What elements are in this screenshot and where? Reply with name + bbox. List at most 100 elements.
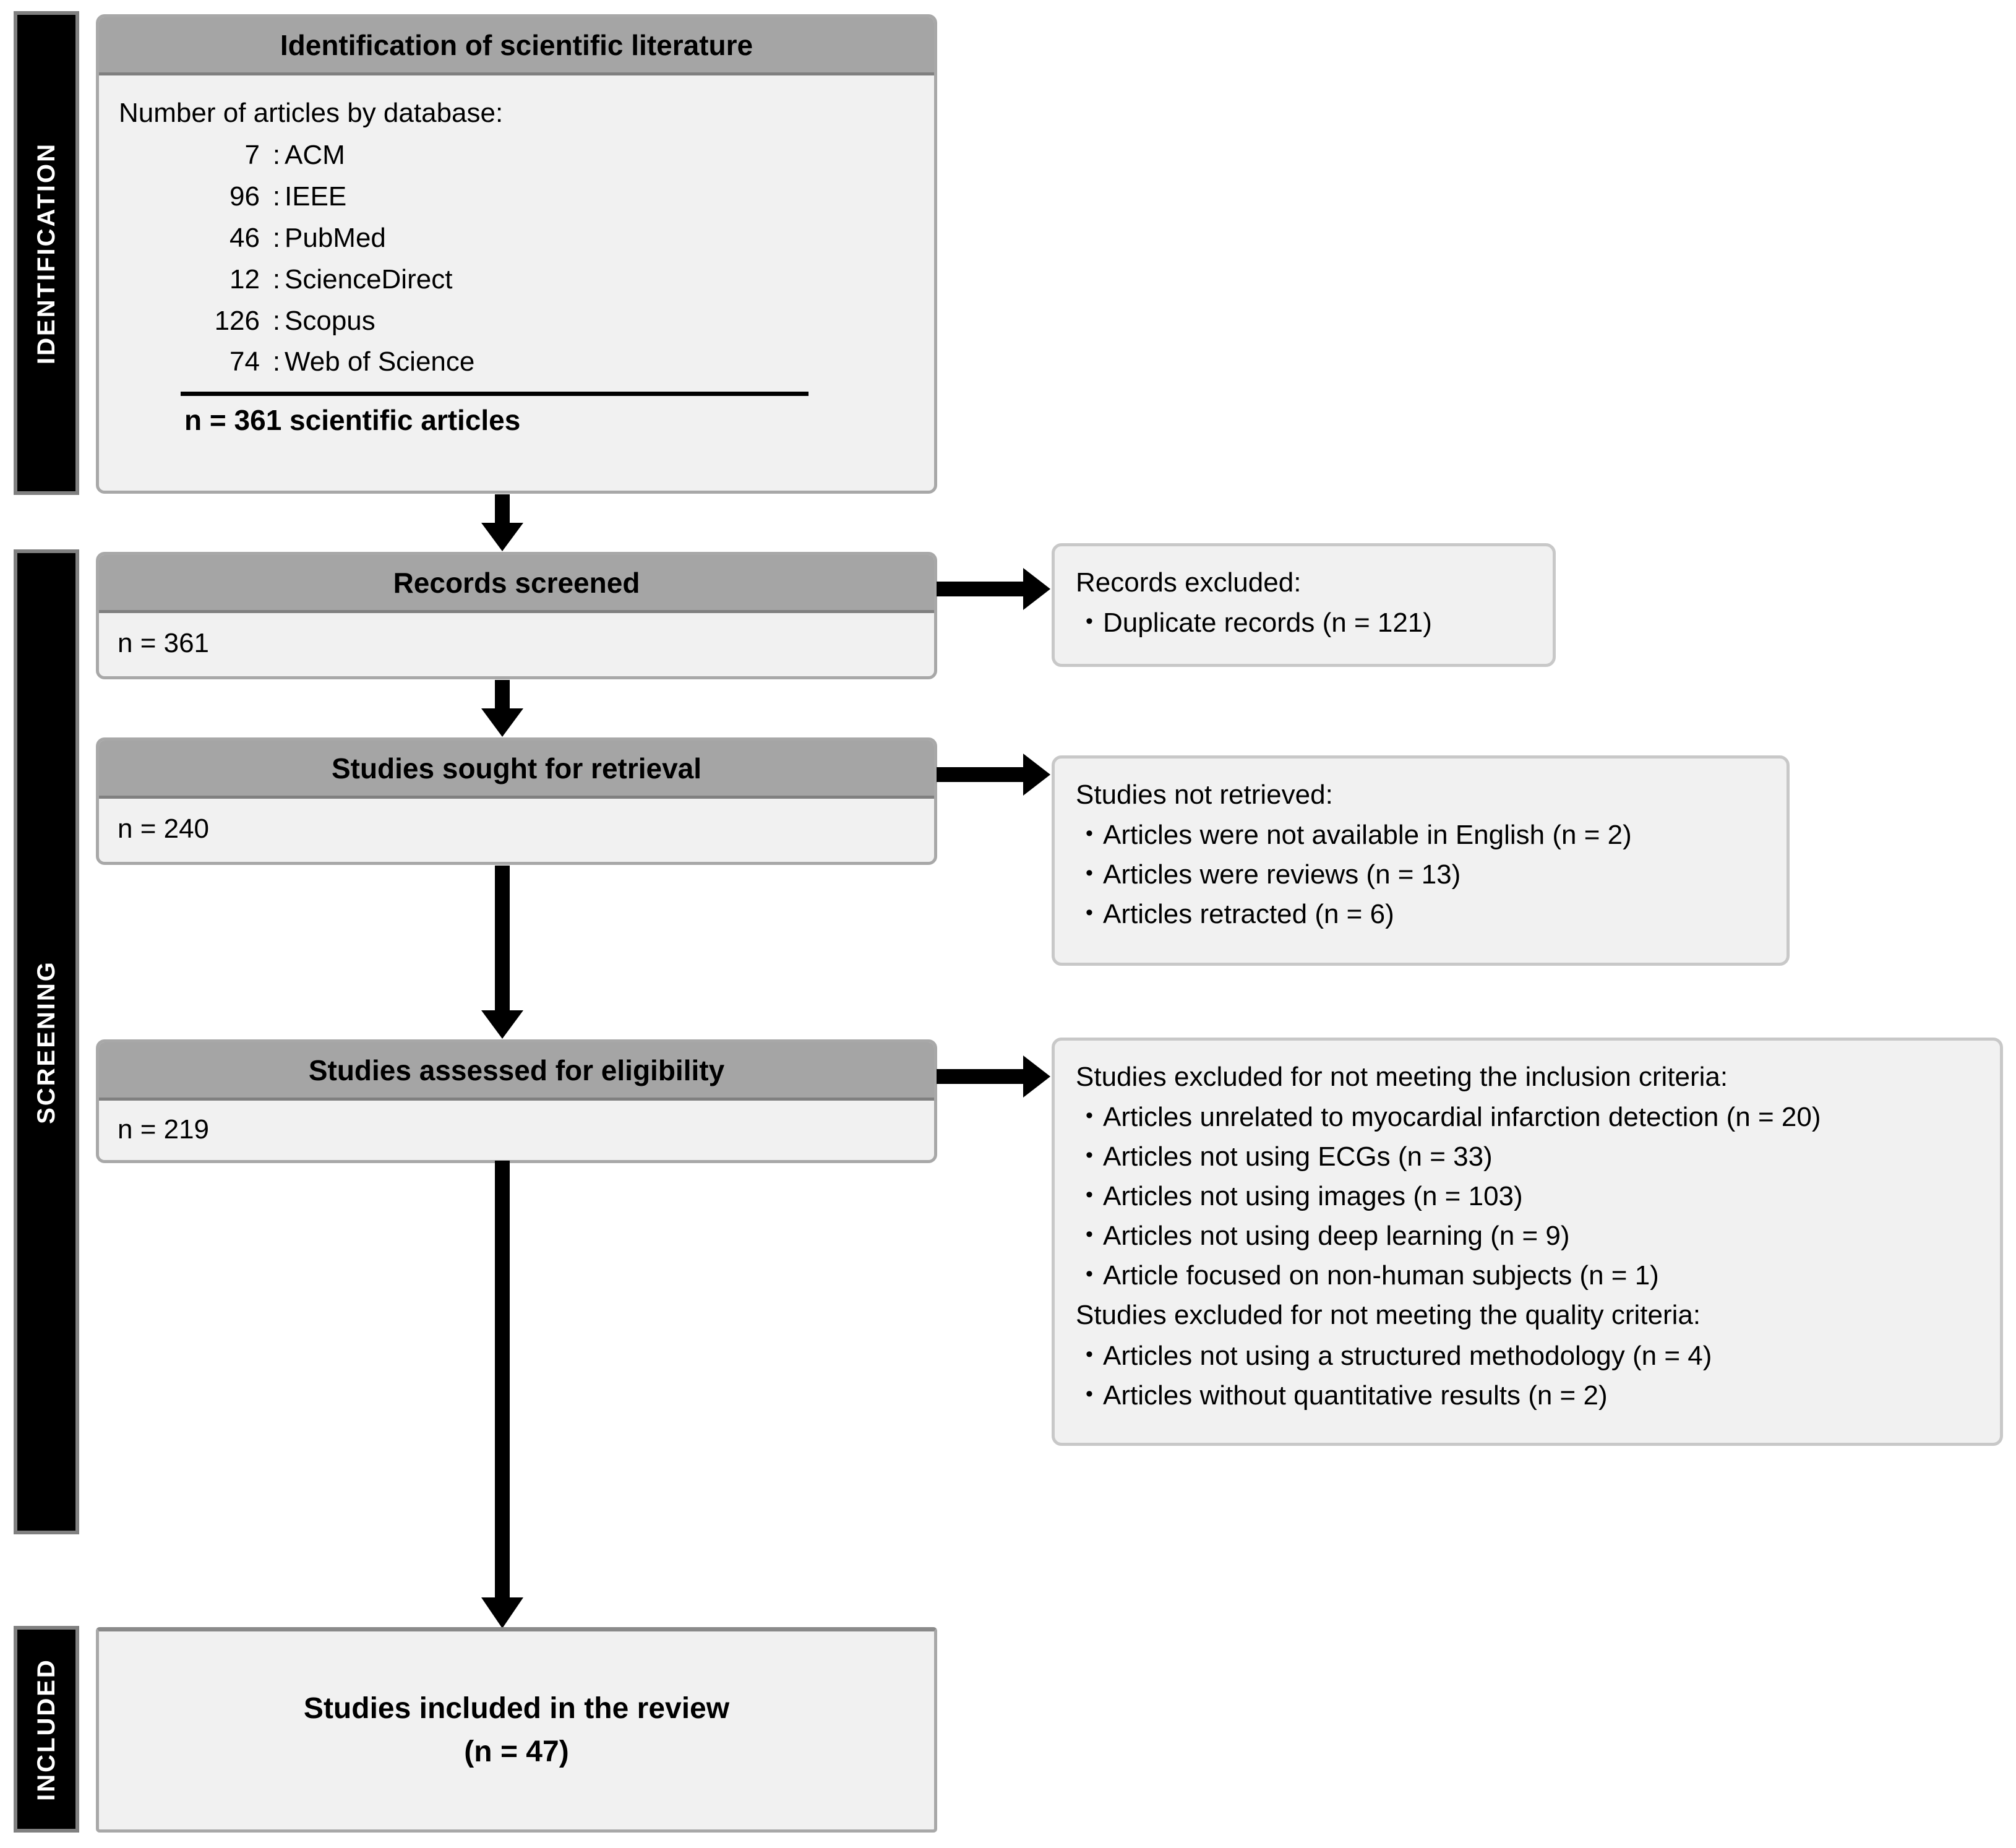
arrow-right-screened-to-excluded xyxy=(937,567,1052,611)
database-count: 12 xyxy=(229,264,260,294)
studies-included-line1: Studies included in the review xyxy=(303,1692,730,1726)
stage-bar-included: INCLUDED xyxy=(14,1626,79,1833)
studies-not-retrieved-box: Studies not retrieved: • Articles were n… xyxy=(1052,755,1790,966)
studies-not-retrieved-title: Studies not retrieved: xyxy=(1076,780,1333,810)
studies-not-retrieved-list: • Articles were not available in English… xyxy=(1076,815,1765,934)
list-item-text: Articles retracted (n = 6) xyxy=(1103,899,1394,930)
list-item: • Articles not using ECGs (n = 33) xyxy=(1076,1137,1979,1177)
studies-excluded-quality-title: Studies excluded for not meeting the qua… xyxy=(1076,1300,1701,1331)
identification-body: Number of articles by database: 7 : ACM … xyxy=(99,75,934,454)
database-name: Web of Science xyxy=(285,346,475,377)
studies-included-line2: (n = 47) xyxy=(464,1735,569,1768)
database-count: 96 xyxy=(229,181,260,212)
arrow-down-screened-to-sought xyxy=(480,680,525,737)
list-item-text: Articles without quantitative results (n… xyxy=(1103,1380,1608,1411)
records-excluded-list: • Duplicate records (n = 121) xyxy=(1076,603,1532,643)
database-row: 96 : IEEE xyxy=(119,176,914,218)
studies-included-box: Studies included in the review (n = 47) xyxy=(96,1627,937,1833)
total-divider xyxy=(181,392,809,397)
arrow-right-sought-to-not-retrieved xyxy=(937,752,1052,797)
identification-header: Identification of scientific literature xyxy=(99,17,934,75)
database-row: 46 : PubMed xyxy=(119,218,914,259)
database-name: ACM xyxy=(285,140,345,170)
list-item: • Articles not using a structured method… xyxy=(1076,1336,1979,1376)
studies-assessed-box: Studies assessed for eligibility n = 219 xyxy=(96,1039,937,1163)
database-count-list: 7 : ACM 96 : IEEE 46 : PubMed 12 : S xyxy=(119,135,914,383)
studies-sought-count: n = 240 xyxy=(118,814,210,844)
records-screened-box: Records screened n = 361 xyxy=(96,552,937,679)
database-count: 7 xyxy=(244,140,260,170)
database-row: 74 : Web of Science xyxy=(119,342,914,383)
stage-label-included: INCLUDED xyxy=(32,1657,60,1801)
studies-sought-header: Studies sought for retrieval xyxy=(99,741,934,799)
bullet-icon: • xyxy=(1086,1222,1093,1246)
database-name: PubMed xyxy=(285,222,386,253)
list-item: • Articles unrelated to myocardial infar… xyxy=(1076,1098,1979,1137)
arrow-down-assessed-to-included xyxy=(480,1161,525,1628)
list-item: • Articles were reviews (n = 13) xyxy=(1076,855,1765,895)
database-separator: : xyxy=(272,305,281,336)
list-item-text: Duplicate records (n = 121) xyxy=(1103,608,1432,638)
list-item: • Articles without quantitative results … xyxy=(1076,1376,1979,1416)
database-name: Scopus xyxy=(285,305,375,336)
database-row: 126 : Scopus xyxy=(119,301,914,342)
database-separator: : xyxy=(272,346,281,377)
records-screened-count: n = 361 xyxy=(118,628,210,658)
list-item: • Articles retracted (n = 6) xyxy=(1076,895,1765,934)
database-name: IEEE xyxy=(285,181,347,212)
bullet-icon: • xyxy=(1086,609,1093,634)
stage-label-screening: SCREENING xyxy=(32,960,60,1124)
bullet-icon: • xyxy=(1086,1104,1093,1128)
list-item-text: Article focused on non-human subjects (n… xyxy=(1103,1260,1659,1291)
studies-excluded-box: Studies excluded for not meeting the inc… xyxy=(1052,1038,2003,1446)
studies-excluded-inclusion-list: • Articles unrelated to myocardial infar… xyxy=(1076,1098,1979,1295)
records-screened-body: n = 361 xyxy=(99,613,934,674)
database-name: ScienceDirect xyxy=(285,264,453,294)
bullet-icon: • xyxy=(1086,1261,1093,1286)
database-count: 126 xyxy=(214,305,260,336)
bullet-icon: • xyxy=(1086,1382,1093,1406)
stage-label-identification: IDENTIFICATION xyxy=(32,142,60,364)
list-item-text: Articles not using images (n = 103) xyxy=(1103,1181,1523,1212)
database-separator: : xyxy=(272,264,281,294)
database-separator: : xyxy=(272,140,281,170)
list-item: • Articles not using images (n = 103) xyxy=(1076,1177,1979,1216)
identification-box: Identification of scientific literature … xyxy=(96,14,937,494)
database-separator: : xyxy=(272,222,281,253)
studies-sought-box: Studies sought for retrieval n = 240 xyxy=(96,737,937,865)
arrow-down-sought-to-assessed xyxy=(480,866,525,1039)
list-item: • Duplicate records (n = 121) xyxy=(1076,603,1532,643)
database-row: 12 : ScienceDirect xyxy=(119,259,914,301)
list-item-text: Articles not using a structured methodol… xyxy=(1103,1340,1712,1371)
identification-total: n = 361 scientific articles xyxy=(184,404,521,437)
stage-bar-screening: SCREENING xyxy=(14,549,79,1534)
bullet-icon: • xyxy=(1086,1183,1093,1207)
list-item-text: Articles unrelated to myocardial infarct… xyxy=(1103,1102,1821,1133)
bullet-icon: • xyxy=(1086,1143,1093,1167)
studies-included-text: Studies included in the review (n = 47) xyxy=(304,1687,729,1773)
list-item: • Articles not using deep learning (n = … xyxy=(1076,1216,1979,1256)
database-separator: : xyxy=(272,181,281,212)
list-item-text: Articles were reviews (n = 13) xyxy=(1103,859,1461,890)
arrow-right-assessed-to-excluded xyxy=(937,1054,1052,1099)
list-item-text: Articles were not available in English (… xyxy=(1103,820,1632,851)
arrow-down-identification-to-screened xyxy=(480,494,525,551)
database-count: 46 xyxy=(229,222,260,253)
bullet-icon: • xyxy=(1086,861,1093,885)
studies-assessed-count: n = 219 xyxy=(118,1114,210,1145)
studies-assessed-body: n = 219 xyxy=(99,1101,934,1159)
studies-excluded-inclusion-title: Studies excluded for not meeting the inc… xyxy=(1076,1062,1728,1092)
database-count: 74 xyxy=(229,346,260,377)
bullet-icon: • xyxy=(1086,1342,1093,1366)
list-item: • Article focused on non-human subjects … xyxy=(1076,1256,1979,1296)
records-excluded-box: Records excluded: • Duplicate records (n… xyxy=(1052,543,1556,667)
studies-sought-body: n = 240 xyxy=(99,799,934,859)
studies-assessed-header: Studies assessed for eligibility xyxy=(99,1042,934,1101)
bullet-icon: • xyxy=(1086,901,1093,925)
records-excluded-title: Records excluded: xyxy=(1076,567,1302,598)
database-row: 7 : ACM xyxy=(119,135,914,176)
bullet-icon: • xyxy=(1086,822,1093,846)
identification-intro: Number of articles by database: xyxy=(119,98,504,128)
list-item-text: Articles not using deep learning (n = 9) xyxy=(1103,1220,1570,1251)
